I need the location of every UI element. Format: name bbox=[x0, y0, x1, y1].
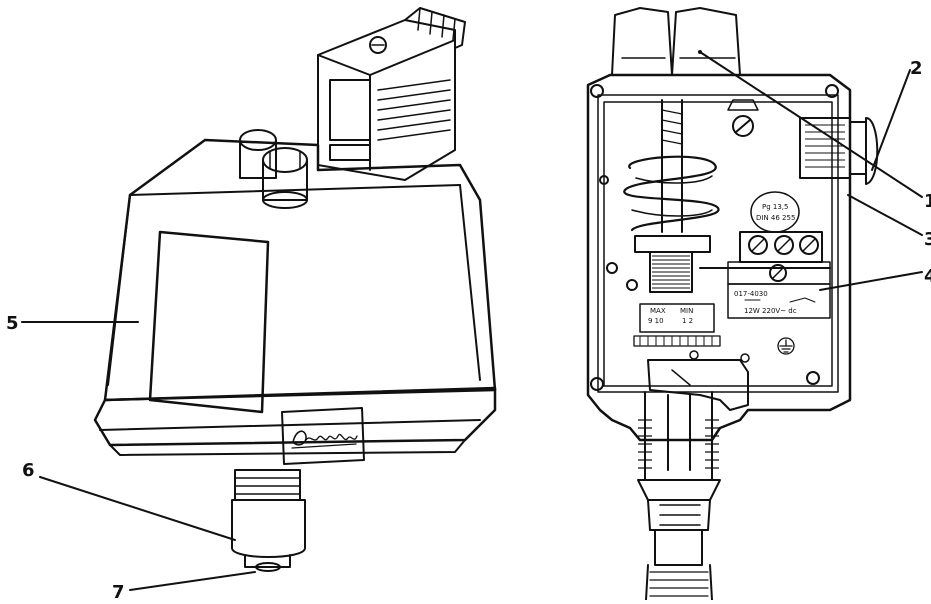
cable-gland-label: Pg 13,5 bbox=[762, 203, 788, 211]
switch-housing bbox=[93, 138, 497, 465]
din-standard-label: DIN 46 255 bbox=[756, 214, 795, 222]
scale-min-ticks: 1 2 bbox=[682, 317, 693, 325]
scale-min-label: MIN bbox=[680, 307, 693, 315]
callout-1: 1 bbox=[924, 191, 931, 212]
leader-line-7 bbox=[129, 571, 256, 591]
rating-label: 12W 220V~ dc bbox=[744, 307, 797, 315]
spindle-caps-top bbox=[611, 7, 741, 76]
adjustment-spindle-caps bbox=[239, 129, 308, 209]
internal-housing bbox=[586, 73, 852, 442]
leader-line-2 bbox=[871, 69, 911, 171]
scale-max-ticks: 9 10 bbox=[648, 317, 664, 325]
leader-line-3 bbox=[847, 194, 923, 236]
range-adjustment-screw bbox=[727, 99, 759, 137]
callout-2: 2 bbox=[910, 58, 923, 79]
danfoss-logo bbox=[291, 430, 358, 449]
leader-line-6 bbox=[39, 476, 236, 541]
callout-3: 3 bbox=[924, 229, 931, 250]
callout-6: 6 bbox=[22, 460, 35, 481]
scale-max-label: MAX bbox=[650, 307, 666, 315]
callout-4: 4 bbox=[924, 266, 931, 287]
cable-entry-gland bbox=[799, 117, 879, 185]
callout-5: 5 bbox=[6, 313, 19, 334]
ground-icon bbox=[777, 337, 795, 355]
main-spring-assembly bbox=[623, 99, 720, 293]
pressure-switch-internal-view: MAX MIN 9 10 1 2 Pg 13,5 DIN 46 255 017-… bbox=[586, 7, 931, 601]
part-number-label: 017-4030 bbox=[734, 290, 768, 298]
leader-dot-1 bbox=[698, 50, 702, 54]
pressure-switch-external-view: 5 6 7 bbox=[6, 7, 497, 603]
bellows-element bbox=[637, 391, 721, 601]
din-connector-plug bbox=[317, 7, 466, 181]
pressure-connection bbox=[231, 469, 306, 572]
leader-line-4 bbox=[819, 271, 923, 291]
leader-line-1 bbox=[699, 51, 923, 198]
callout-7: 7 bbox=[112, 582, 125, 600]
terminal-block: Pg 13,5 DIN 46 255 017-4030 12W 220V~ dc bbox=[727, 191, 831, 319]
switch-contact-lever bbox=[647, 267, 831, 411]
differential-scale-dial: MAX MIN 9 10 1 2 bbox=[633, 303, 721, 347]
